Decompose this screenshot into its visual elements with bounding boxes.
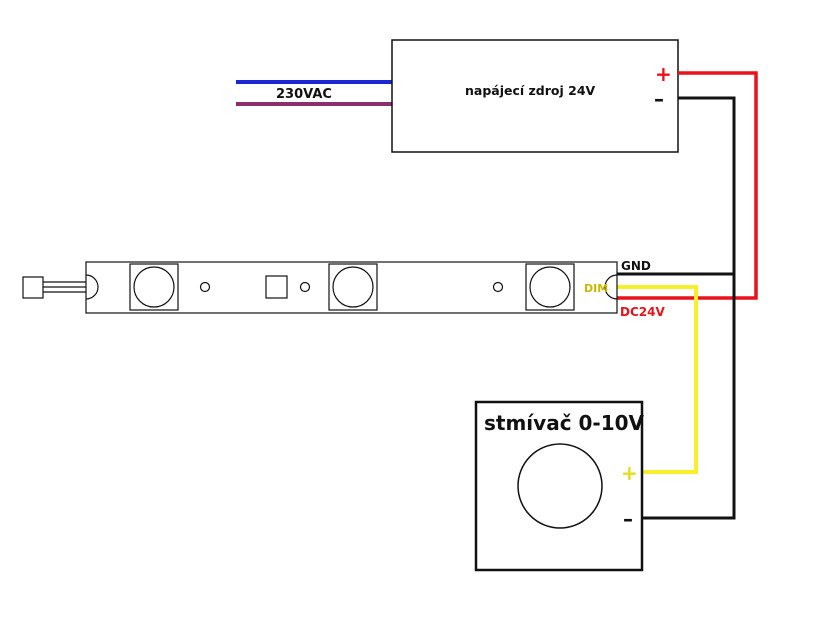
dim-wire [610, 285, 698, 474]
positive-wire [617, 71, 758, 300]
led-2-lens [332, 266, 374, 308]
led-3-lens [529, 266, 571, 308]
power-supply-minus: – [654, 87, 664, 111]
strip-hole-2 [299, 281, 311, 293]
dimmer-box [474, 400, 644, 572]
dimmer-plus: + [621, 461, 638, 485]
mains-label: 230VAC [276, 87, 332, 102]
dimmer-minus: – [623, 507, 633, 531]
strip-dc-label: DC24V [620, 305, 665, 319]
led-1-lens [133, 266, 175, 308]
dimmer-knob [517, 443, 603, 529]
negative-wire [642, 96, 736, 520]
led-strip: DIM GND DC24V [22, 259, 665, 319]
strip-hole-3 [492, 281, 504, 293]
strip-left-cap [85, 274, 99, 300]
strip-chip [265, 275, 288, 299]
strip-right-cap [604, 274, 618, 300]
strip-dim-label: DIM [584, 282, 608, 295]
dimmer-title: stmívač 0-10V [484, 411, 645, 435]
strip-hole-1 [199, 281, 211, 293]
power-supply-plus: + [655, 62, 672, 86]
strip-gnd-label: GND [621, 259, 651, 273]
dimmer: stmívač 0-10V + – [474, 400, 645, 572]
mains-wires: 230VAC [236, 80, 392, 106]
strip-connector [22, 276, 44, 299]
power-supply-title: napájecí zdroj 24V [465, 83, 596, 98]
power-supply: napájecí zdroj 24V + – [391, 39, 679, 153]
power-supply-box [391, 39, 679, 153]
